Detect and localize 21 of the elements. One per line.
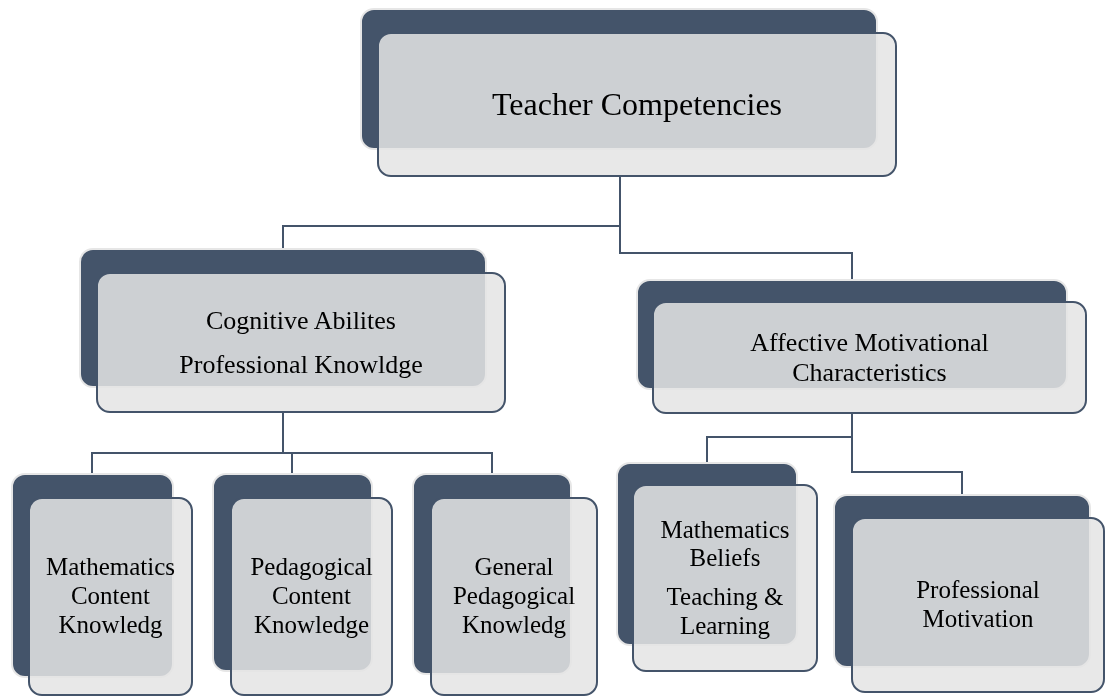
stacked-box [616, 462, 818, 672]
connector-line [851, 413, 963, 495]
stacked-box [412, 473, 598, 696]
stacked-box [360, 8, 897, 177]
box-label: General Pedagogical Knowledg [451, 553, 577, 640]
box-label: Teacher Competencies [491, 86, 783, 123]
box-label: Teaching & Learning [665, 583, 785, 641]
box-label: Pedagogical Content Knowledge [249, 553, 374, 640]
stacked-box [833, 494, 1105, 693]
box-label: Mathematics Content Knowledg [44, 553, 177, 640]
box-label: Professional Knowldge [179, 349, 423, 380]
connector-line [282, 412, 493, 474]
stacked-box [11, 473, 193, 696]
stacked-box [212, 473, 393, 696]
stacked-box [636, 279, 1087, 414]
box-label: Affective Motivational Characteristics [749, 327, 990, 388]
box-label: Cognitive Abilites [206, 305, 396, 336]
box-label: Mathematics Beliefs [659, 515, 791, 573]
stacked-box [79, 248, 506, 413]
connector-line [619, 176, 853, 280]
box-label: Professional Motivation [915, 576, 1041, 634]
